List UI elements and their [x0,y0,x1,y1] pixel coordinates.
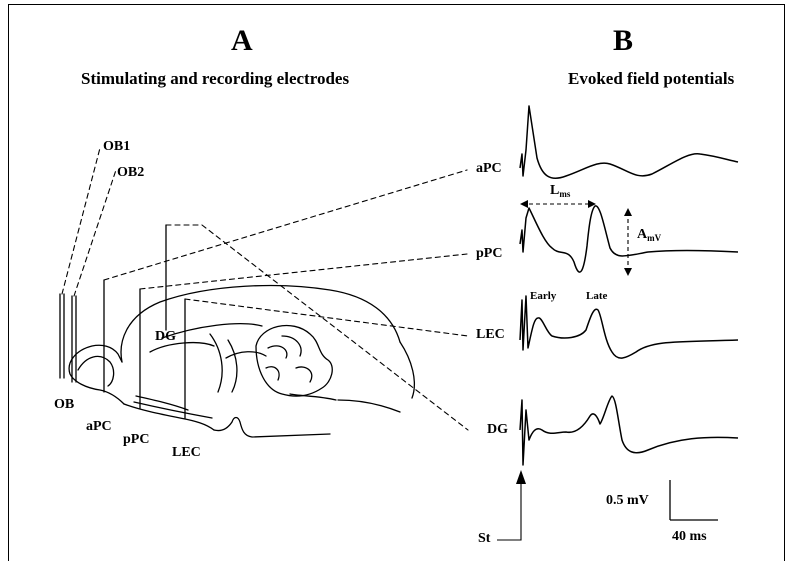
label-ob2: OB2 [117,165,145,180]
traces-group [519,105,739,466]
latency-arrowhead-left [520,200,528,208]
stim-label: St [478,531,491,546]
label-dg-brain: DG [155,329,176,344]
late-label: Late [586,290,608,302]
label-ob: OB [54,397,75,412]
figure-frame [8,4,785,561]
early-label: Early [530,290,557,302]
scale-voltage-label: 0.5 mV [606,493,649,508]
dashed-connectors [61,147,469,431]
electrodes [59,224,186,419]
brain-outline [68,284,415,438]
amplitude-label: AmV [637,228,661,243]
label-apc-brain: aPC [86,419,112,434]
trace-label-apc: aPC [476,161,502,176]
panel-a-letter: A [231,24,253,57]
trace-apc [519,105,739,179]
scale-time-label: 40 ms [672,529,707,544]
amplitude-label-sub: mV [647,233,662,243]
trace-ppc [519,205,739,273]
label-ppc-brain: pPC [123,432,150,447]
trace-label-ppc: pPC [476,246,503,261]
amplitude-arrowhead-down [624,268,632,276]
latency-label: Lms [550,184,570,199]
label-ob1: OB1 [103,139,131,154]
amplitude-label-main: A [637,227,648,242]
stim-line [497,482,522,541]
trace-label-dg: DG [487,422,508,437]
trace-label-lec: LEC [476,327,505,342]
panel-b-letter: B [613,24,634,57]
stim-arrowhead [516,470,526,484]
latency-label-main: L [550,183,560,198]
trace-lec [519,295,739,359]
trace-dg [519,395,739,466]
label-lec-brain: LEC [172,445,201,460]
latency-label-sub: ms [559,189,571,199]
latency-arrowhead-right [588,200,596,208]
amplitude-arrowhead-up [624,208,632,216]
panel-b-title: Evoked field potentials [568,69,735,88]
panel-a-title: Stimulating and recording electrodes [81,69,350,88]
